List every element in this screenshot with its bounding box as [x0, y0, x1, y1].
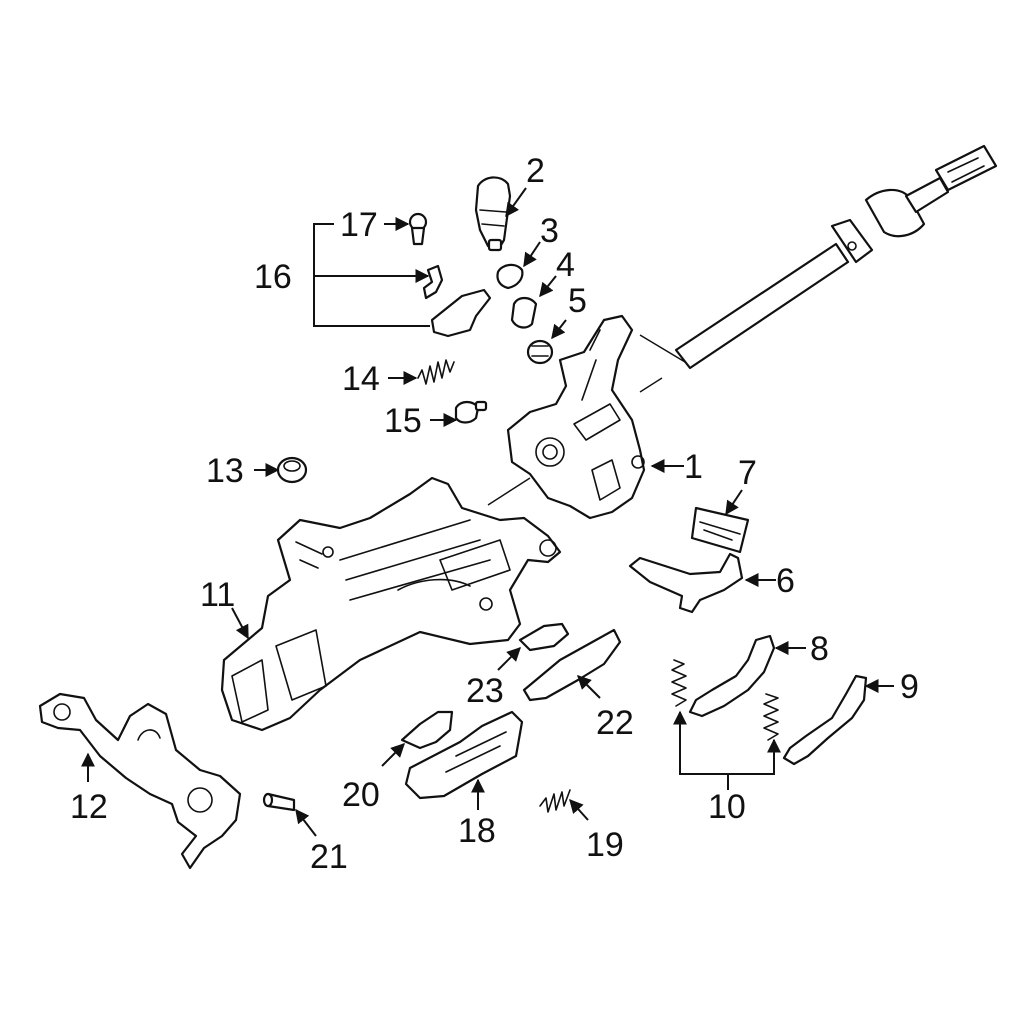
part-10-bracket [679, 712, 775, 775]
callout-13: 13 [206, 452, 244, 490]
assembly-centerlines [487, 334, 691, 506]
callout-23: 23 [466, 672, 504, 710]
callout-20: 20 [342, 776, 380, 814]
part-14-spring [417, 359, 455, 385]
lock-housing [506, 314, 646, 520]
column-housing [220, 476, 562, 732]
callout-16: 16 [254, 258, 292, 296]
part-9-pawl [782, 674, 868, 766]
part-4-bushing [510, 296, 538, 329]
lock-cylinder [474, 176, 512, 252]
callout-1: 1 [684, 448, 703, 486]
callout-22: 22 [596, 704, 634, 742]
part-16-lever [430, 288, 492, 338]
callout-10: 10 [708, 788, 746, 826]
callout-9: 9 [900, 668, 919, 706]
leader-lines [81, 187, 894, 837]
callout-18: 18 [458, 812, 496, 850]
callout-17: 17 [340, 206, 378, 244]
callout-labels: 1 2 3 4 5 6 7 8 9 10 11 12 13 14 15 16 1… [70, 152, 919, 876]
part-17-pin [408, 212, 428, 246]
callout-11: 11 [200, 576, 235, 614]
callout-5: 5 [568, 282, 587, 320]
part-16-bracket [313, 223, 430, 327]
callout-2: 2 [526, 152, 545, 190]
callout-6: 6 [776, 562, 795, 600]
callout-15: 15 [384, 402, 422, 440]
callout-12: 12 [70, 788, 108, 826]
part-16-clip [422, 264, 444, 300]
part-13-grommet [276, 456, 308, 484]
part-12-mounting-bracket [38, 692, 242, 870]
part-6-lever [628, 552, 744, 614]
part-3-clip [496, 263, 524, 290]
callout-7: 7 [738, 454, 757, 492]
callout-3: 3 [540, 212, 559, 250]
callout-19: 19 [586, 826, 624, 864]
callout-4: 4 [556, 246, 575, 284]
part-22-rack [522, 628, 622, 702]
part-5-cap [526, 339, 554, 365]
part-20-cam [400, 710, 454, 750]
part-21-pin [262, 792, 296, 812]
part-10-spring-right [763, 693, 779, 741]
part-8-pawl [688, 634, 776, 718]
part-7-bracket [690, 506, 750, 554]
part-15-bolt [454, 400, 488, 424]
part-19-spring [539, 789, 571, 813]
part-10-spring-left [671, 659, 687, 707]
part-23-cam [518, 622, 570, 652]
part-18-shoe [404, 710, 524, 800]
steering-shaft [674, 144, 998, 370]
callout-8: 8 [810, 630, 829, 668]
callout-14: 14 [342, 360, 380, 398]
callout-21: 21 [310, 838, 348, 876]
